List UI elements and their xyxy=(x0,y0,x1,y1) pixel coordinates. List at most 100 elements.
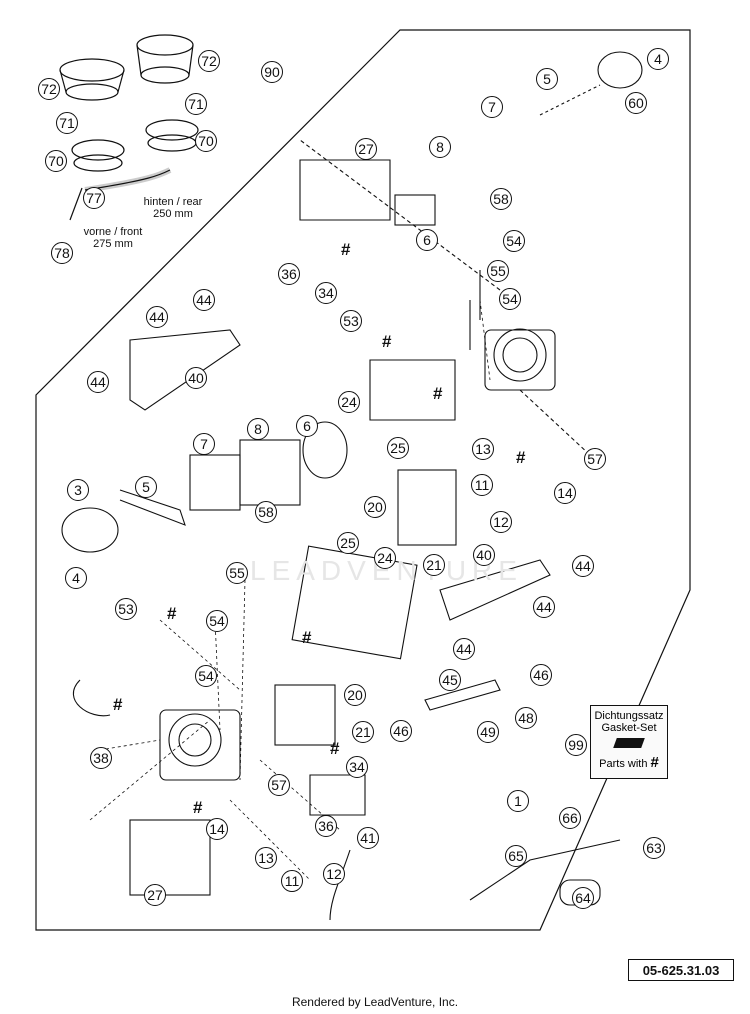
assembly-frame xyxy=(35,29,691,931)
hash-mark: # xyxy=(113,695,123,714)
callout-41: 41 xyxy=(357,827,379,849)
filter-adapter-group xyxy=(59,34,199,221)
callout-53-top: 53 xyxy=(340,310,362,332)
rear-length: 250 mm xyxy=(153,208,193,220)
hose-rear-label: hinten / rear 250 mm xyxy=(128,196,218,220)
callout-71-a: 71 xyxy=(56,112,78,134)
callout-27-top: 27 xyxy=(355,138,377,160)
callout-7-mid: 7 xyxy=(193,433,215,455)
hash-mark: # xyxy=(302,628,312,647)
callout-8-mid: 8 xyxy=(247,418,269,440)
callout-44-c: 44 xyxy=(87,371,109,393)
callout-36-top: 36 xyxy=(278,263,300,285)
callout-40-top: 40 xyxy=(185,367,207,389)
callout-14-mid: 14 xyxy=(206,818,228,840)
callout-49: 49 xyxy=(477,721,499,743)
hash-mark: # xyxy=(330,739,340,758)
front-length: 275 mm xyxy=(93,238,133,250)
callout-11-mid: 11 xyxy=(281,870,303,892)
hash-mark: # xyxy=(433,384,443,403)
callout-44-d: 44 xyxy=(572,555,594,577)
callout-13-top: 13 xyxy=(472,438,494,460)
rear-text: hinten / rear xyxy=(143,196,203,208)
ktm-logo-icon xyxy=(613,738,645,748)
callout-64: 64 xyxy=(572,887,594,909)
callout-58-top: 58 xyxy=(490,188,512,210)
callout-63: 63 xyxy=(643,837,665,859)
upper-carburetor xyxy=(129,51,643,456)
callout-77: 77 xyxy=(83,187,105,209)
callout-46-a: 46 xyxy=(530,664,552,686)
callout-7-top: 7 xyxy=(481,96,503,118)
callout-34-mid: 34 xyxy=(346,756,368,778)
callout-45: 45 xyxy=(439,669,461,691)
callout-25-top: 25 xyxy=(387,437,409,459)
callout-25-mid: 25 xyxy=(337,532,359,554)
callout-54-c: 54 xyxy=(206,610,228,632)
hash-mark: # xyxy=(193,798,203,817)
callout-24-top: 24 xyxy=(338,391,360,413)
hash-mark: # xyxy=(382,332,392,351)
callout-21-mid: 21 xyxy=(352,721,374,743)
callout-24-mid: 24 xyxy=(374,547,396,569)
callout-1: 1 xyxy=(507,790,529,812)
callout-34-top: 34 xyxy=(315,282,337,304)
gasket-set-box: Dichtungssatz Gasket-Set Parts with # xyxy=(590,705,668,779)
callout-54-b: 54 xyxy=(499,288,521,310)
leader-lines xyxy=(89,299,491,881)
callout-55-mid: 55 xyxy=(226,562,248,584)
gasket-line1: Dichtungssatz xyxy=(594,710,664,722)
callout-13-mid: 13 xyxy=(255,847,277,869)
callout-72-b: 72 xyxy=(198,50,220,72)
gasket-parts-note: Parts with # xyxy=(591,754,667,771)
callout-46-b: 46 xyxy=(390,720,412,742)
hose-front-label: vorne / front 275 mm xyxy=(68,226,158,250)
callout-60: 60 xyxy=(625,92,647,114)
hash-mark: # xyxy=(516,448,526,467)
callout-66: 66 xyxy=(559,807,581,829)
callout-65: 65 xyxy=(505,845,527,867)
callout-27-mid: 27 xyxy=(144,884,166,906)
front-text: vorne / front xyxy=(83,226,143,238)
callout-70-b: 70 xyxy=(195,130,217,152)
callout-6-mid: 6 xyxy=(296,415,318,437)
hash-mark: # xyxy=(167,604,177,623)
callout-14-top: 14 xyxy=(554,482,576,504)
callout-44-b: 44 xyxy=(146,306,168,328)
callout-58-mid: 58 xyxy=(255,501,277,523)
callout-90: 90 xyxy=(261,61,283,83)
lower-carburetor xyxy=(72,679,621,921)
hash-mark: # xyxy=(341,240,351,259)
callout-5-mid: 5 xyxy=(135,476,157,498)
callout-71-b: 71 xyxy=(185,93,207,115)
callout-44-f: 44 xyxy=(453,638,475,660)
callout-44-e: 44 xyxy=(533,596,555,618)
gasket-line2: Gasket-Set xyxy=(601,722,657,734)
callout-40-mid: 40 xyxy=(473,544,495,566)
drawing-code: 05-625.31.03 xyxy=(628,959,734,981)
parts-hash: # xyxy=(650,754,659,771)
callout-44-a: 44 xyxy=(193,289,215,311)
callout-57-mid: 57 xyxy=(268,774,290,796)
callout-55-top: 55 xyxy=(487,260,509,282)
callout-38: 38 xyxy=(90,747,112,769)
callout-53-mid: 53 xyxy=(115,598,137,620)
callout-20-top: 20 xyxy=(364,496,386,518)
callout-48: 48 xyxy=(515,707,537,729)
callout-8-top: 8 xyxy=(429,136,451,158)
callout-36-mid: 36 xyxy=(315,815,337,837)
callout-70-a: 70 xyxy=(45,150,67,172)
callout-11-top: 11 xyxy=(471,474,493,496)
callout-54-d: 54 xyxy=(195,665,217,687)
callout-12-mid: 12 xyxy=(323,863,345,885)
callout-72-a: 72 xyxy=(38,78,60,100)
footer-text: Rendered by LeadVenture, Inc. xyxy=(291,995,459,1009)
callout-99: 99 xyxy=(565,734,587,756)
callout-78: 78 xyxy=(51,242,73,264)
callout-5-top: 5 xyxy=(536,68,558,90)
parts-text: Parts with xyxy=(599,758,648,770)
callout-3: 3 xyxy=(67,479,89,501)
callout-21-top: 21 xyxy=(423,554,445,576)
callout-4-top: 4 xyxy=(647,48,669,70)
